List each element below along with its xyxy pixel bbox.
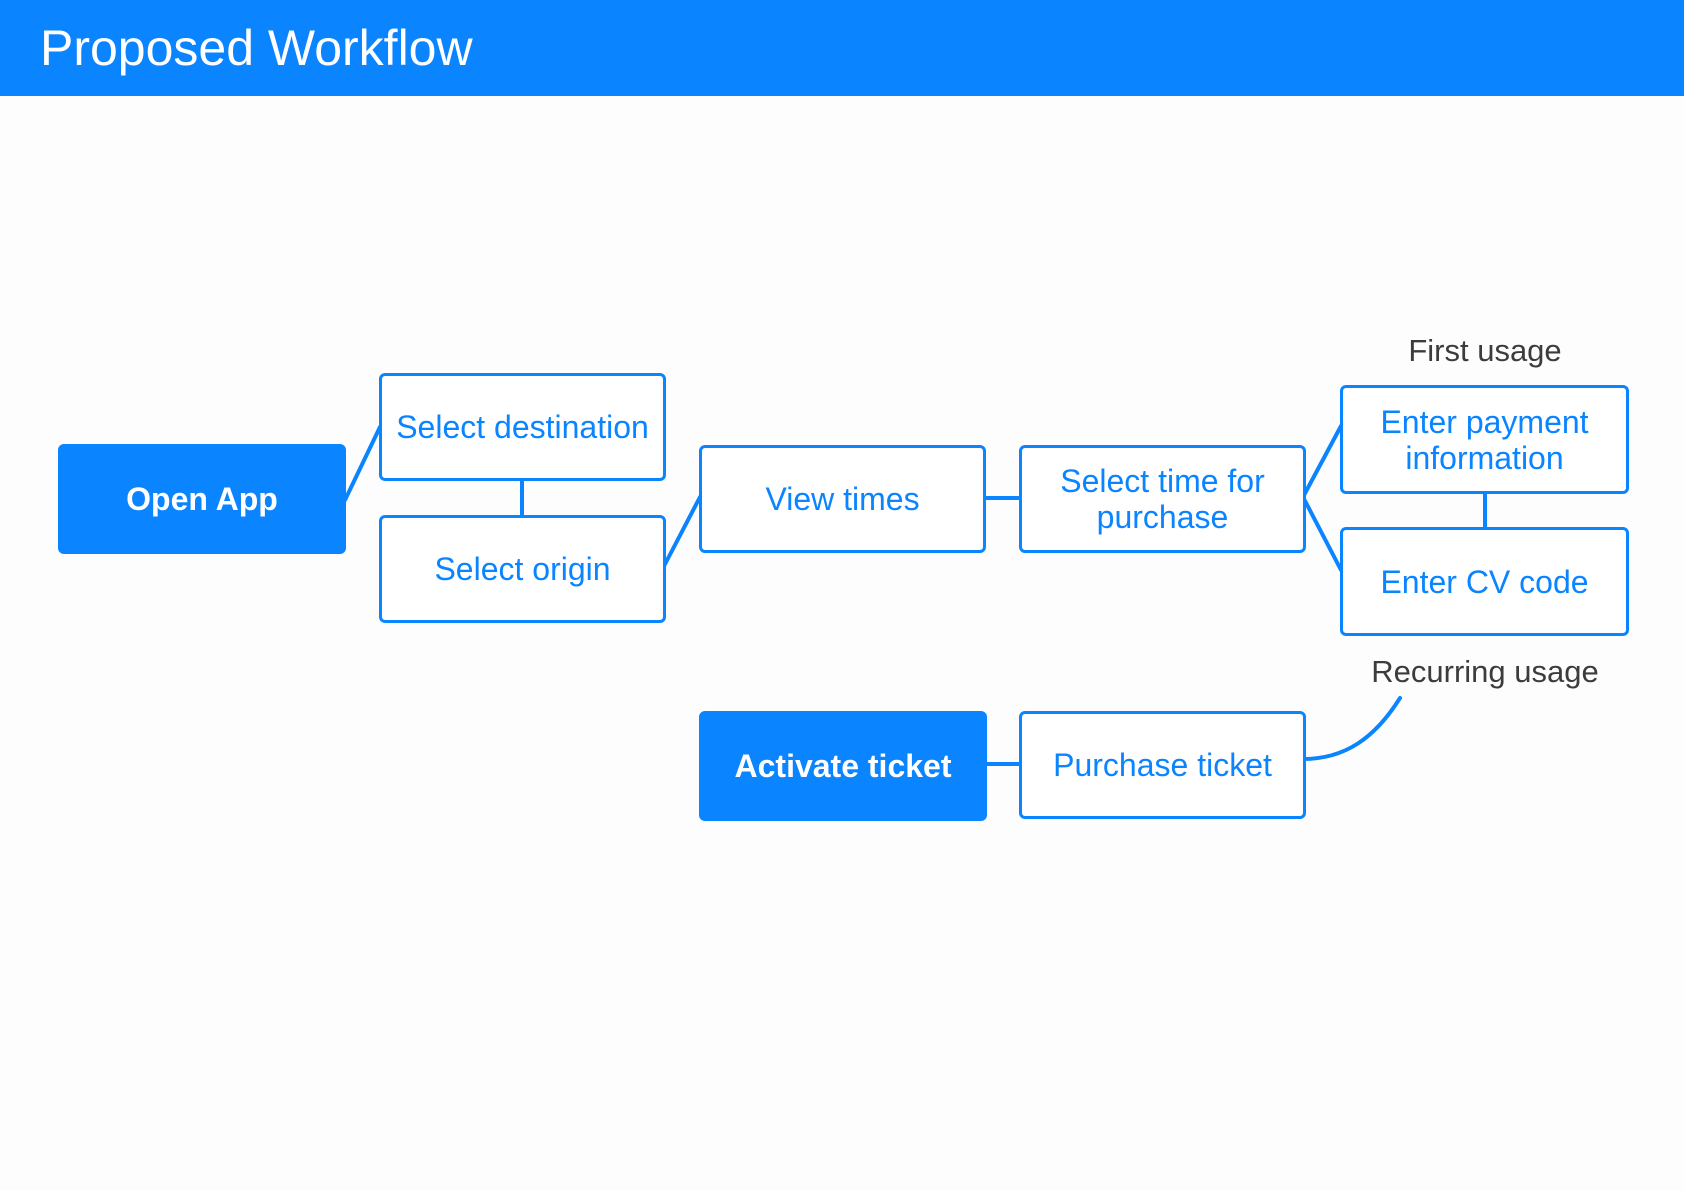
enter-cv-node: Enter CV code [1340, 527, 1629, 636]
enter-cv-label: Enter CV code [1380, 563, 1589, 600]
select-origin-label: Select origin [434, 551, 611, 587]
select-destination-node: Select destination [379, 373, 666, 481]
connector-origin-to-view-times [661, 495, 702, 570]
connector-select-time-to-payment [1301, 424, 1343, 499]
enter-payment-label: Enter payment information [1380, 403, 1589, 476]
activate-ticket-node: Activate ticket [699, 711, 987, 821]
select-origin-node: Select origin [379, 515, 666, 623]
open-app-node: Open App [58, 444, 346, 554]
select-time-label: Select time for purchase [1060, 463, 1265, 535]
purchase-ticket-label: Purchase ticket [1053, 747, 1272, 783]
activate-ticket-label: Activate ticket [734, 748, 952, 784]
connector-select-time-to-cv [1301, 495, 1343, 572]
view-times-node: View times [699, 445, 986, 553]
recurring-usage-note: Recurring usage [1371, 654, 1599, 689]
page-title: Proposed Workflow [40, 20, 473, 76]
purchase-ticket-node: Purchase ticket [1019, 711, 1306, 819]
select-destination-label: Select destination [396, 409, 649, 445]
first-usage-note: First usage [1408, 333, 1562, 368]
open-app-label: Open App [126, 481, 278, 517]
connector-purchase-to-recurring-note [1301, 696, 1402, 761]
select-time-node: Select time for purchase [1019, 445, 1306, 553]
connector-open-app-to-destination [343, 425, 382, 502]
header-bar: Proposed Workflow [0, 0, 1684, 96]
enter-payment-node: Enter payment information [1340, 385, 1629, 494]
view-times-label: View times [765, 481, 920, 517]
